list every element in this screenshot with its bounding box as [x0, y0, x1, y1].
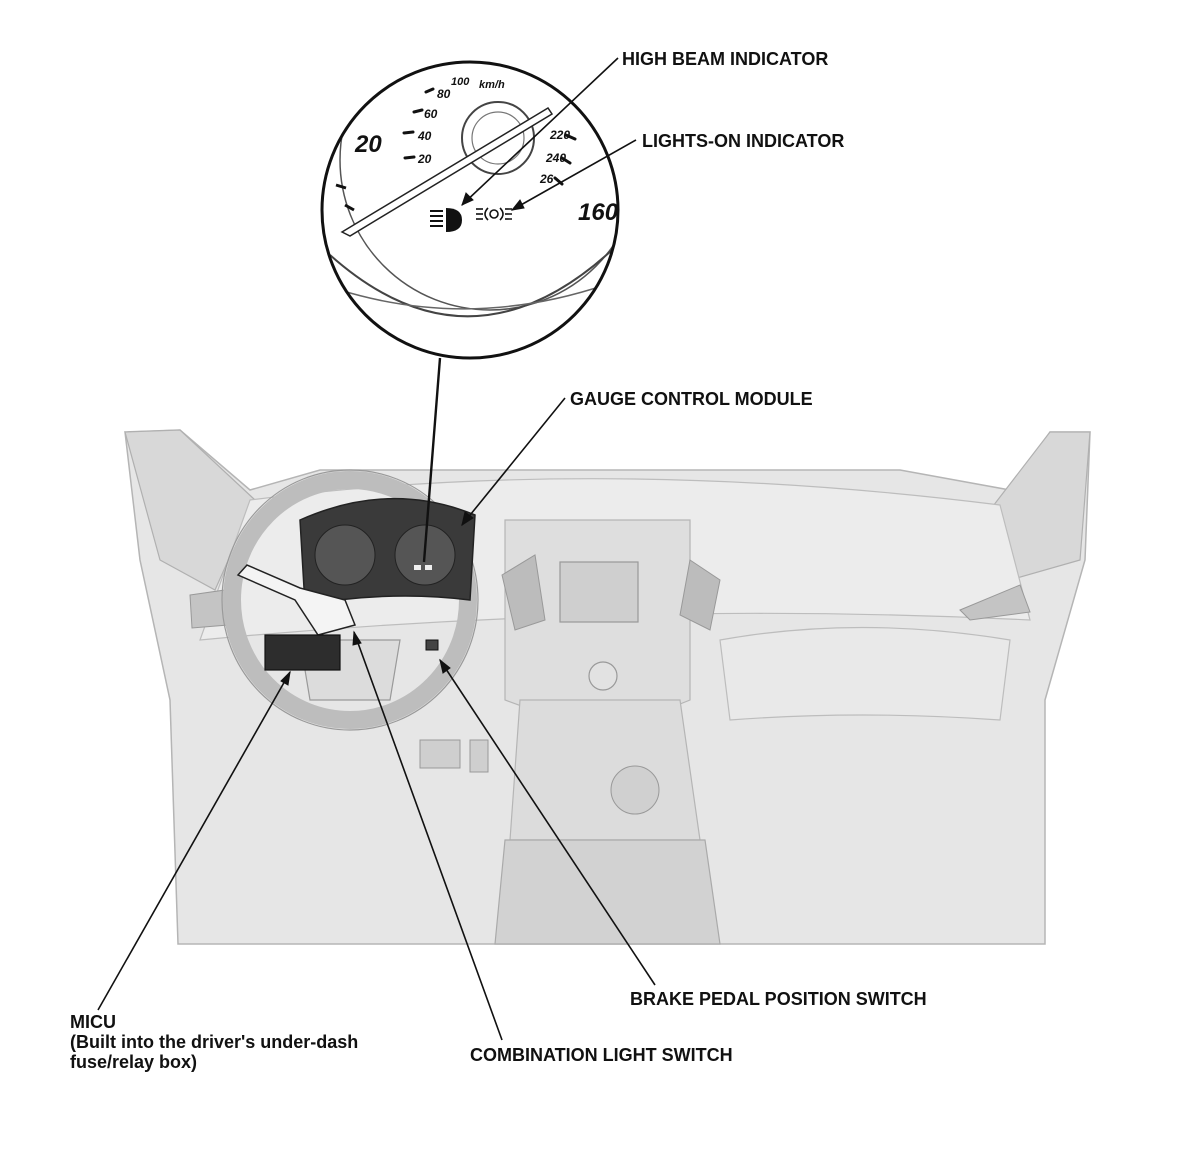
speedometer-hub-inner: [471, 111, 525, 165]
gauge-ticks: [402, 87, 577, 186]
car-interior: [124, 429, 1091, 945]
label-micu-line2: (Built into the driver's under-dash: [70, 1032, 359, 1052]
arrow-gauge-module: [461, 511, 474, 527]
gauge-needle: [340, 106, 554, 237]
magnifier-background: [322, 62, 618, 358]
leader-high-beam: [461, 57, 619, 206]
label-micu-line3: fuse/relay box): [70, 1052, 198, 1072]
gauge-num-100: 100: [451, 76, 470, 88]
gauge-big-160: 160: [578, 199, 619, 226]
magnifier-border: [320, 60, 620, 360]
gauge-bezel-arc-inner: [339, 284, 606, 310]
label-combination-light-switch: COMBINATION LIGHT SWITCH: [470, 1045, 733, 1065]
center-display: [559, 561, 639, 623]
brake-pedal: [419, 739, 461, 769]
steering-wheel-rim-edge: [221, 469, 479, 731]
label-brake-pedal-position-switch: BRAKE PEDAL POSITION SWITCH: [630, 989, 927, 1009]
gauge-num-40: 40: [417, 129, 432, 143]
label-high-beam-indicator: HIGH BEAM INDICATOR: [622, 49, 829, 69]
cluster-indicator-b: [425, 565, 432, 570]
center-knob: [588, 661, 618, 691]
arrow-brake-switch: [439, 658, 451, 674]
cluster-left-dial: [314, 524, 376, 586]
label-gauge-control-module: GAUGE CONTROL MODULE: [570, 389, 813, 409]
arrow-high-beam: [461, 192, 474, 206]
accelerator-pedal: [469, 739, 489, 773]
left-center-vent: [501, 554, 546, 631]
gauge-num-220: 220: [549, 128, 570, 142]
gauge-inner-ring: [339, 62, 618, 311]
combination-light-switch-stalk: [236, 564, 357, 636]
gauge-num-20: 20: [417, 152, 432, 166]
cluster-indicator-a: [414, 565, 421, 570]
tach-mark-2: [344, 203, 355, 212]
micu-fuse-box: [264, 634, 341, 671]
high-beam-indicator-icon: [430, 208, 462, 232]
gauge-bezel-arc: [329, 249, 613, 318]
arrowheads: [280, 192, 525, 686]
leader-combination-switch: [353, 631, 503, 1041]
arrow-combination-switch: [352, 630, 362, 646]
glovebox: [719, 626, 1011, 721]
right-side-vent: [959, 584, 1031, 621]
leader-brake-switch: [439, 659, 656, 986]
armrest: [494, 839, 721, 945]
leader-micu: [97, 671, 291, 1011]
right-center-vent: [679, 559, 721, 631]
leader-lines: [97, 57, 656, 1041]
gauge-num-240: 240: [545, 151, 566, 165]
leader-gauge-module: [461, 397, 566, 526]
gauge-num-60: 60: [424, 107, 438, 121]
gauge-unit: km/h: [479, 79, 505, 91]
gauge-num-80: 80: [437, 87, 451, 101]
arrow-micu: [280, 670, 291, 686]
label-lights-on-indicator: LIGHTS-ON INDICATOR: [642, 131, 845, 151]
arrow-lights-on: [510, 199, 525, 211]
lights-on-indicator-icon: [476, 207, 512, 221]
label-micu-line1: MICU: [70, 1012, 116, 1032]
gauge-num-26: 26: [539, 172, 554, 186]
transmission-tunnel: [509, 699, 701, 841]
leader-magnifier-to-cluster: [422, 357, 442, 563]
leader-lights-on: [511, 139, 637, 211]
label-micu: MICU (Built into the driver's under-dash…: [70, 1012, 358, 1072]
magnified-gauge: 20 40 60 80 100 km/h 220 240 26 20 160: [320, 60, 620, 360]
brake-pedal-position-switch: [425, 639, 439, 651]
gauge-big-20: 20: [354, 131, 382, 158]
tach-mark-1: [335, 183, 347, 190]
cupholder: [610, 765, 660, 815]
